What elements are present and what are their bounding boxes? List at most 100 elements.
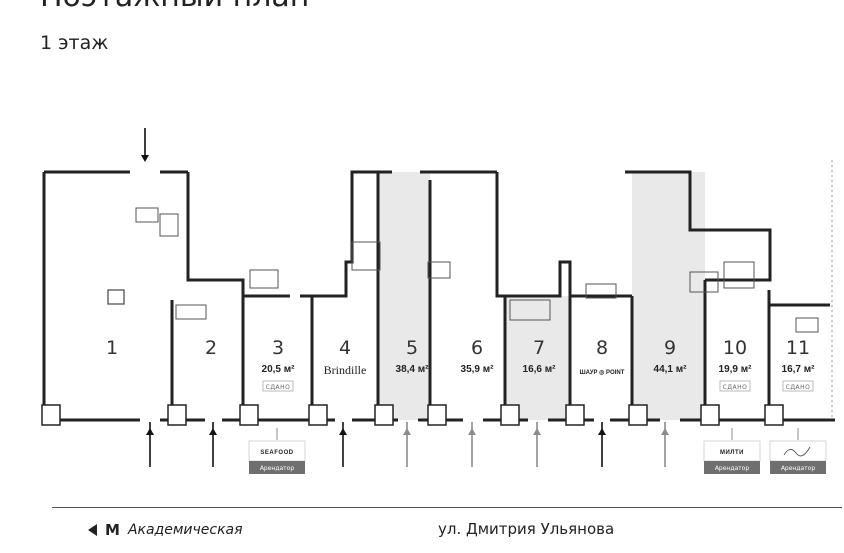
tenant-name: ШАУР ◎ POINT <box>580 370 625 376</box>
tenant-tag-bar <box>249 461 305 474</box>
unit-number: 10 <box>723 337 747 359</box>
arrow-head <box>146 428 154 435</box>
unit-area: 38,4 м² <box>396 364 430 375</box>
leased-badge-text: СДАНО <box>723 384 748 391</box>
unit-3: 3 20,5 м² СДАНО <box>262 337 296 392</box>
unit-5-fill <box>378 172 430 420</box>
fixture <box>509 299 551 321</box>
arrow-head <box>209 428 217 435</box>
column-pier <box>308 404 328 426</box>
tenant-tag: Арендатор <box>769 440 827 474</box>
unit-area: 44,1 м² <box>654 364 688 375</box>
unit-9: 9 44,1 м² <box>654 337 688 375</box>
leased-badge <box>782 380 814 392</box>
column-pier <box>374 404 394 426</box>
tenant-logo-box <box>769 440 827 462</box>
tenant-tag-bar <box>704 461 760 474</box>
column-pier <box>500 404 520 426</box>
plan-walls <box>41 160 835 426</box>
unit-10: 10 19,9 м² СДАНО <box>719 337 753 392</box>
arrow-head <box>661 428 669 435</box>
tenant-tag-bar <box>770 461 826 474</box>
unit-11: 11 16,7 м² СДАНО <box>782 337 816 392</box>
entrance-arrow-icon <box>209 422 217 467</box>
unit-number: 11 <box>786 337 810 359</box>
leased-badge-text: СДАНО <box>266 384 291 391</box>
tenant-signature-logo <box>783 446 811 457</box>
unit-number: 9 <box>664 337 676 359</box>
entrance-arrow-icon <box>598 422 606 467</box>
arrow-head <box>339 428 347 435</box>
unit-5: 538,4 м² <box>396 337 430 375</box>
fixture <box>351 241 381 271</box>
arrow-head <box>468 428 476 435</box>
unit-9-fill <box>632 172 705 420</box>
leased-badge-text: СДАНО <box>786 384 811 391</box>
unit-area: 35,9 м² <box>461 364 495 375</box>
unit-area: 16,6 м² <box>523 364 557 375</box>
tenant-name: Brindille <box>324 363 367 377</box>
fixture <box>175 304 207 320</box>
unit-area: 20,5 м² <box>262 364 296 375</box>
unit-2: 2 <box>205 337 217 359</box>
fixture <box>427 261 451 279</box>
wall-segment <box>186 172 245 296</box>
column-pier <box>565 404 585 426</box>
tenant-tag-label: Арендатор <box>781 465 816 472</box>
entrance-arrow-icon <box>339 422 347 467</box>
column-pier <box>427 404 447 426</box>
entrance-arrow-secondary-icon <box>403 422 411 467</box>
fixture <box>585 283 617 299</box>
unit-7-fill <box>505 296 570 420</box>
plan-fixtures <box>107 207 819 333</box>
arrow-head <box>598 428 606 435</box>
column-pier <box>700 404 720 426</box>
tenant-tag: МИЛТИ Арендатор <box>703 440 761 474</box>
column-pier <box>167 404 187 426</box>
unit-area: 16,7 м² <box>782 364 816 375</box>
fixture <box>723 261 755 289</box>
metro-station-name: Академическая <box>127 522 243 538</box>
fixture <box>689 271 719 293</box>
direction-left-icon <box>88 524 97 536</box>
entrance-arrow-secondary-icon <box>533 422 541 467</box>
wall-segment <box>495 172 632 298</box>
column-square <box>107 289 125 305</box>
entrance-arrow-top-icon <box>141 128 149 162</box>
floor-label: 1 этаж <box>40 32 109 54</box>
fixture <box>249 269 279 289</box>
entrance-arrow-icon <box>146 422 154 467</box>
arrow-head <box>533 428 541 435</box>
fixture <box>159 213 179 237</box>
unit-number: 7 <box>533 337 545 359</box>
entrance-arrow-secondary-icon <box>468 422 476 467</box>
wall-segment <box>300 170 392 298</box>
unit-number: 4 <box>339 337 351 359</box>
leased-badge <box>262 380 294 392</box>
tenant-tag-label: Арендатор <box>715 465 750 472</box>
unit-7: 7 16,6 м² <box>523 337 557 375</box>
page-title: Поэтажный план <box>40 0 309 14</box>
metro-station: M Академическая <box>88 520 243 540</box>
wall-segment <box>625 170 772 282</box>
unit-number: 8 <box>596 337 608 359</box>
leased-badge <box>719 380 751 392</box>
unit-number: 2 <box>205 337 217 359</box>
arrow-head <box>141 155 149 162</box>
column-pier <box>764 404 784 426</box>
fixture <box>795 317 819 333</box>
unit-number: 1 <box>106 337 118 359</box>
tenant-logo: SEAFOOD <box>260 450 293 456</box>
unit-number: 3 <box>272 337 284 359</box>
entrance-arrow-secondary-icon <box>661 422 669 467</box>
metro-icon: M <box>105 521 120 539</box>
column-pier <box>239 404 259 426</box>
unit-1: 1 <box>106 337 118 359</box>
unit-area: 19,9 м² <box>719 364 753 375</box>
column-pier <box>628 404 648 426</box>
tenant-logo: МИЛТИ <box>720 450 744 456</box>
